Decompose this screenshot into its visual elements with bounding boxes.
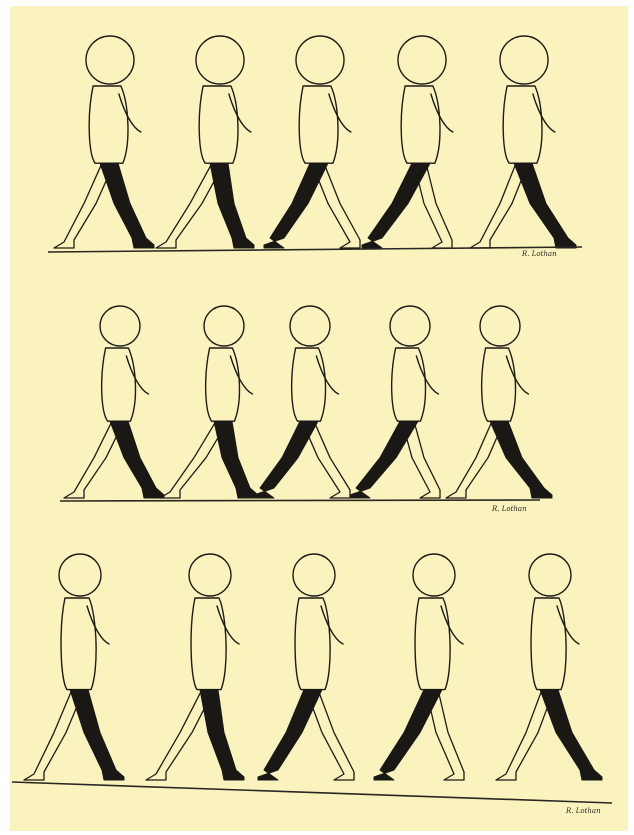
child-head bbox=[100, 306, 140, 346]
child-head bbox=[529, 554, 571, 596]
child-head bbox=[86, 36, 134, 84]
child-head bbox=[296, 36, 344, 84]
child-head bbox=[413, 554, 455, 596]
signature-row-1: R. Lothan bbox=[521, 250, 557, 258]
signature-row-2: R. Lothan bbox=[491, 505, 527, 513]
child-head bbox=[390, 306, 430, 346]
child-head bbox=[59, 554, 101, 596]
child-head bbox=[290, 306, 330, 346]
child-head bbox=[398, 36, 446, 84]
signature-row-3: R. Lothan bbox=[565, 807, 601, 815]
child-head bbox=[500, 36, 548, 84]
child-head bbox=[204, 306, 244, 346]
child-head bbox=[189, 554, 231, 596]
child-head bbox=[196, 36, 244, 84]
child-head bbox=[293, 554, 335, 596]
child-head bbox=[480, 306, 520, 346]
ground-line-row-2 bbox=[60, 500, 540, 501]
